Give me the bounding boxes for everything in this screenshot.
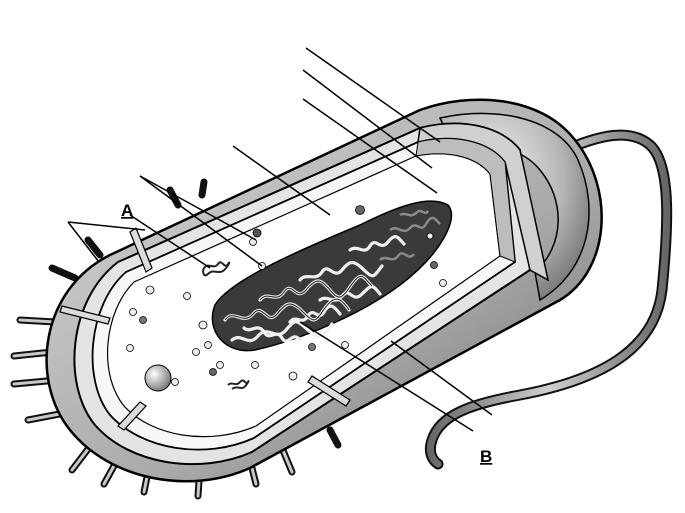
leader-lines: [67, 47, 493, 432]
nucleoid: [211, 200, 453, 352]
ribosomes: [126, 205, 447, 386]
label-b: B: [480, 447, 492, 466]
cell-section-face: [415, 122, 550, 282]
label-a: A: [121, 201, 133, 220]
inclusion-body: [144, 364, 172, 392]
flagellum: [424, 129, 673, 470]
plasmid: [202, 261, 250, 390]
